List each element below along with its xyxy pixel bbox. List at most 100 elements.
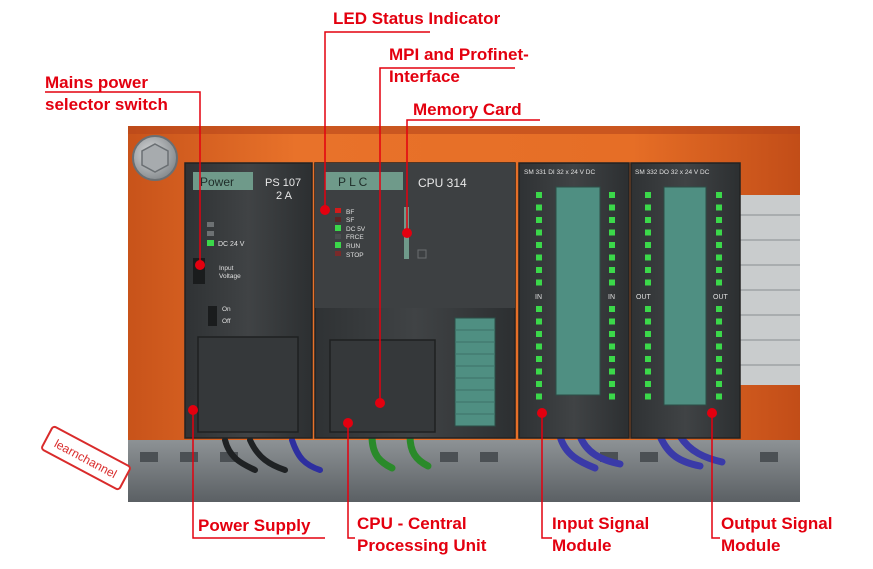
callout-mains-line1: Mains power [45,73,148,92]
callout-led-status-text: LED Status Indicator [333,9,501,28]
power-model-line1: PS 107 [265,177,301,189]
input-led-right [609,204,615,211]
output-led-right [716,306,722,312]
output-led-right [716,229,722,236]
led-stop [335,251,341,256]
output-led-right [716,393,722,400]
callout-led-status: LED Status Indicator [333,8,500,30]
input-led-left [536,331,542,337]
callout-input-module: Input Signal Module [552,513,649,557]
output-signal-module: SM 332 DO 32 x 24 V DC OUT OUT [630,162,741,439]
input-led-right [609,242,615,248]
output-led-left [645,343,651,350]
power-on-label: On [222,306,231,313]
callout-memory-card: Memory Card [413,99,522,121]
output-led-left [645,368,651,375]
power-input-line1: Input [219,265,234,272]
led-run [335,242,341,248]
input-led-left [536,381,542,387]
output-led-right [716,279,722,286]
led-dc5v [335,225,341,231]
mounting-screw-icon [132,135,178,181]
cpu-terminal-strip [454,317,496,427]
input-led-right [609,279,615,286]
output-led-right [716,356,722,362]
input-in-label-right: IN [608,294,615,301]
callout-output-line1: Output Signal [721,514,833,533]
input-terminal-strip [555,186,601,396]
output-led-right [716,331,722,337]
input-in-label-left: IN [535,294,542,301]
callout-input-line1: Input Signal [552,514,650,533]
output-led-left [645,356,651,362]
led-label-run: RUN [346,243,360,250]
callout-memory-card-text: Memory Card [413,100,522,119]
input-led-right [609,356,615,362]
on-off-switch[interactable] [208,306,217,326]
input-led-left [536,192,542,198]
cpu-model: CPU 314 [418,176,467,190]
dc-led [207,240,214,246]
input-led-left [536,279,542,286]
input-led-left [536,267,542,273]
output-out-label-right: OUT [713,294,729,301]
input-led-right [609,254,615,261]
output-led-right [716,381,722,387]
output-led-left [645,192,651,198]
input-led-left [536,356,542,362]
input-led-right [609,229,615,236]
callout-mpi-line1: MPI and Profinet- [389,45,529,64]
callout-mpi-line2: Interface [389,67,460,86]
callout-cpu: CPU - Central Processing Unit [357,513,486,557]
led-frce [335,234,341,239]
led-label-dc5v: DC 5V [346,226,366,233]
output-led-left [645,318,651,325]
callout-mpi-profinet: MPI and Profinet- Interface [389,44,529,88]
leader-dots [188,205,717,428]
input-led-right [609,318,615,325]
learnchannel-watermark: learnchannel [41,425,131,491]
input-module-header: SM 331 DI 32 x 24 V DC [524,169,595,176]
output-led-left [645,393,651,400]
output-led-right [716,242,722,248]
input-led-right [609,306,615,312]
output-module-header: SM 332 DO 32 x 24 V DC [635,169,710,176]
led-label-stop: STOP [346,252,364,259]
power-model-line2: 2 A [276,190,293,202]
power-module-name: Power [200,175,234,189]
input-led-right [609,368,615,375]
input-led-left [536,343,542,350]
power-input-line2: Voltage [219,273,241,280]
input-led-left [536,306,542,312]
callout-mains-selector: Mains power selector switch [45,72,168,116]
callout-power-supply: Power Supply [198,515,310,537]
input-led-left [536,368,542,375]
output-led-right [716,217,722,223]
output-terminal-strip [663,186,707,406]
input-signal-module: SM 331 DI 32 x 24 V DC IN IN [518,162,630,439]
input-led-left [536,204,542,211]
callout-output-line2: Module [721,536,781,555]
output-led-left [645,306,651,312]
cpu-module: P L C CPU 314 BF SF DC 5V FRCE RUN STOP [314,162,516,439]
input-led-right [609,381,615,387]
output-led-left [645,381,651,387]
led-label-frce: FRCE [346,234,364,241]
output-led-right [716,192,722,198]
callout-power-supply-text: Power Supply [198,516,311,535]
input-led-left [536,254,542,261]
output-led-left [645,254,651,261]
led-bf [335,208,341,213]
input-led-right [609,192,615,198]
output-led-right [716,318,722,325]
cpu-module-name: P L C [338,175,368,189]
power-dc-label: DC 24 V [218,241,245,248]
led-sf [335,217,341,222]
output-led-right [716,204,722,211]
input-led-left [536,242,542,248]
callout-output-module: Output Signal Module [721,513,832,557]
callout-cpu-line1: CPU - Central [357,514,467,533]
leader-lines [45,31,720,539]
input-led-left [536,318,542,325]
